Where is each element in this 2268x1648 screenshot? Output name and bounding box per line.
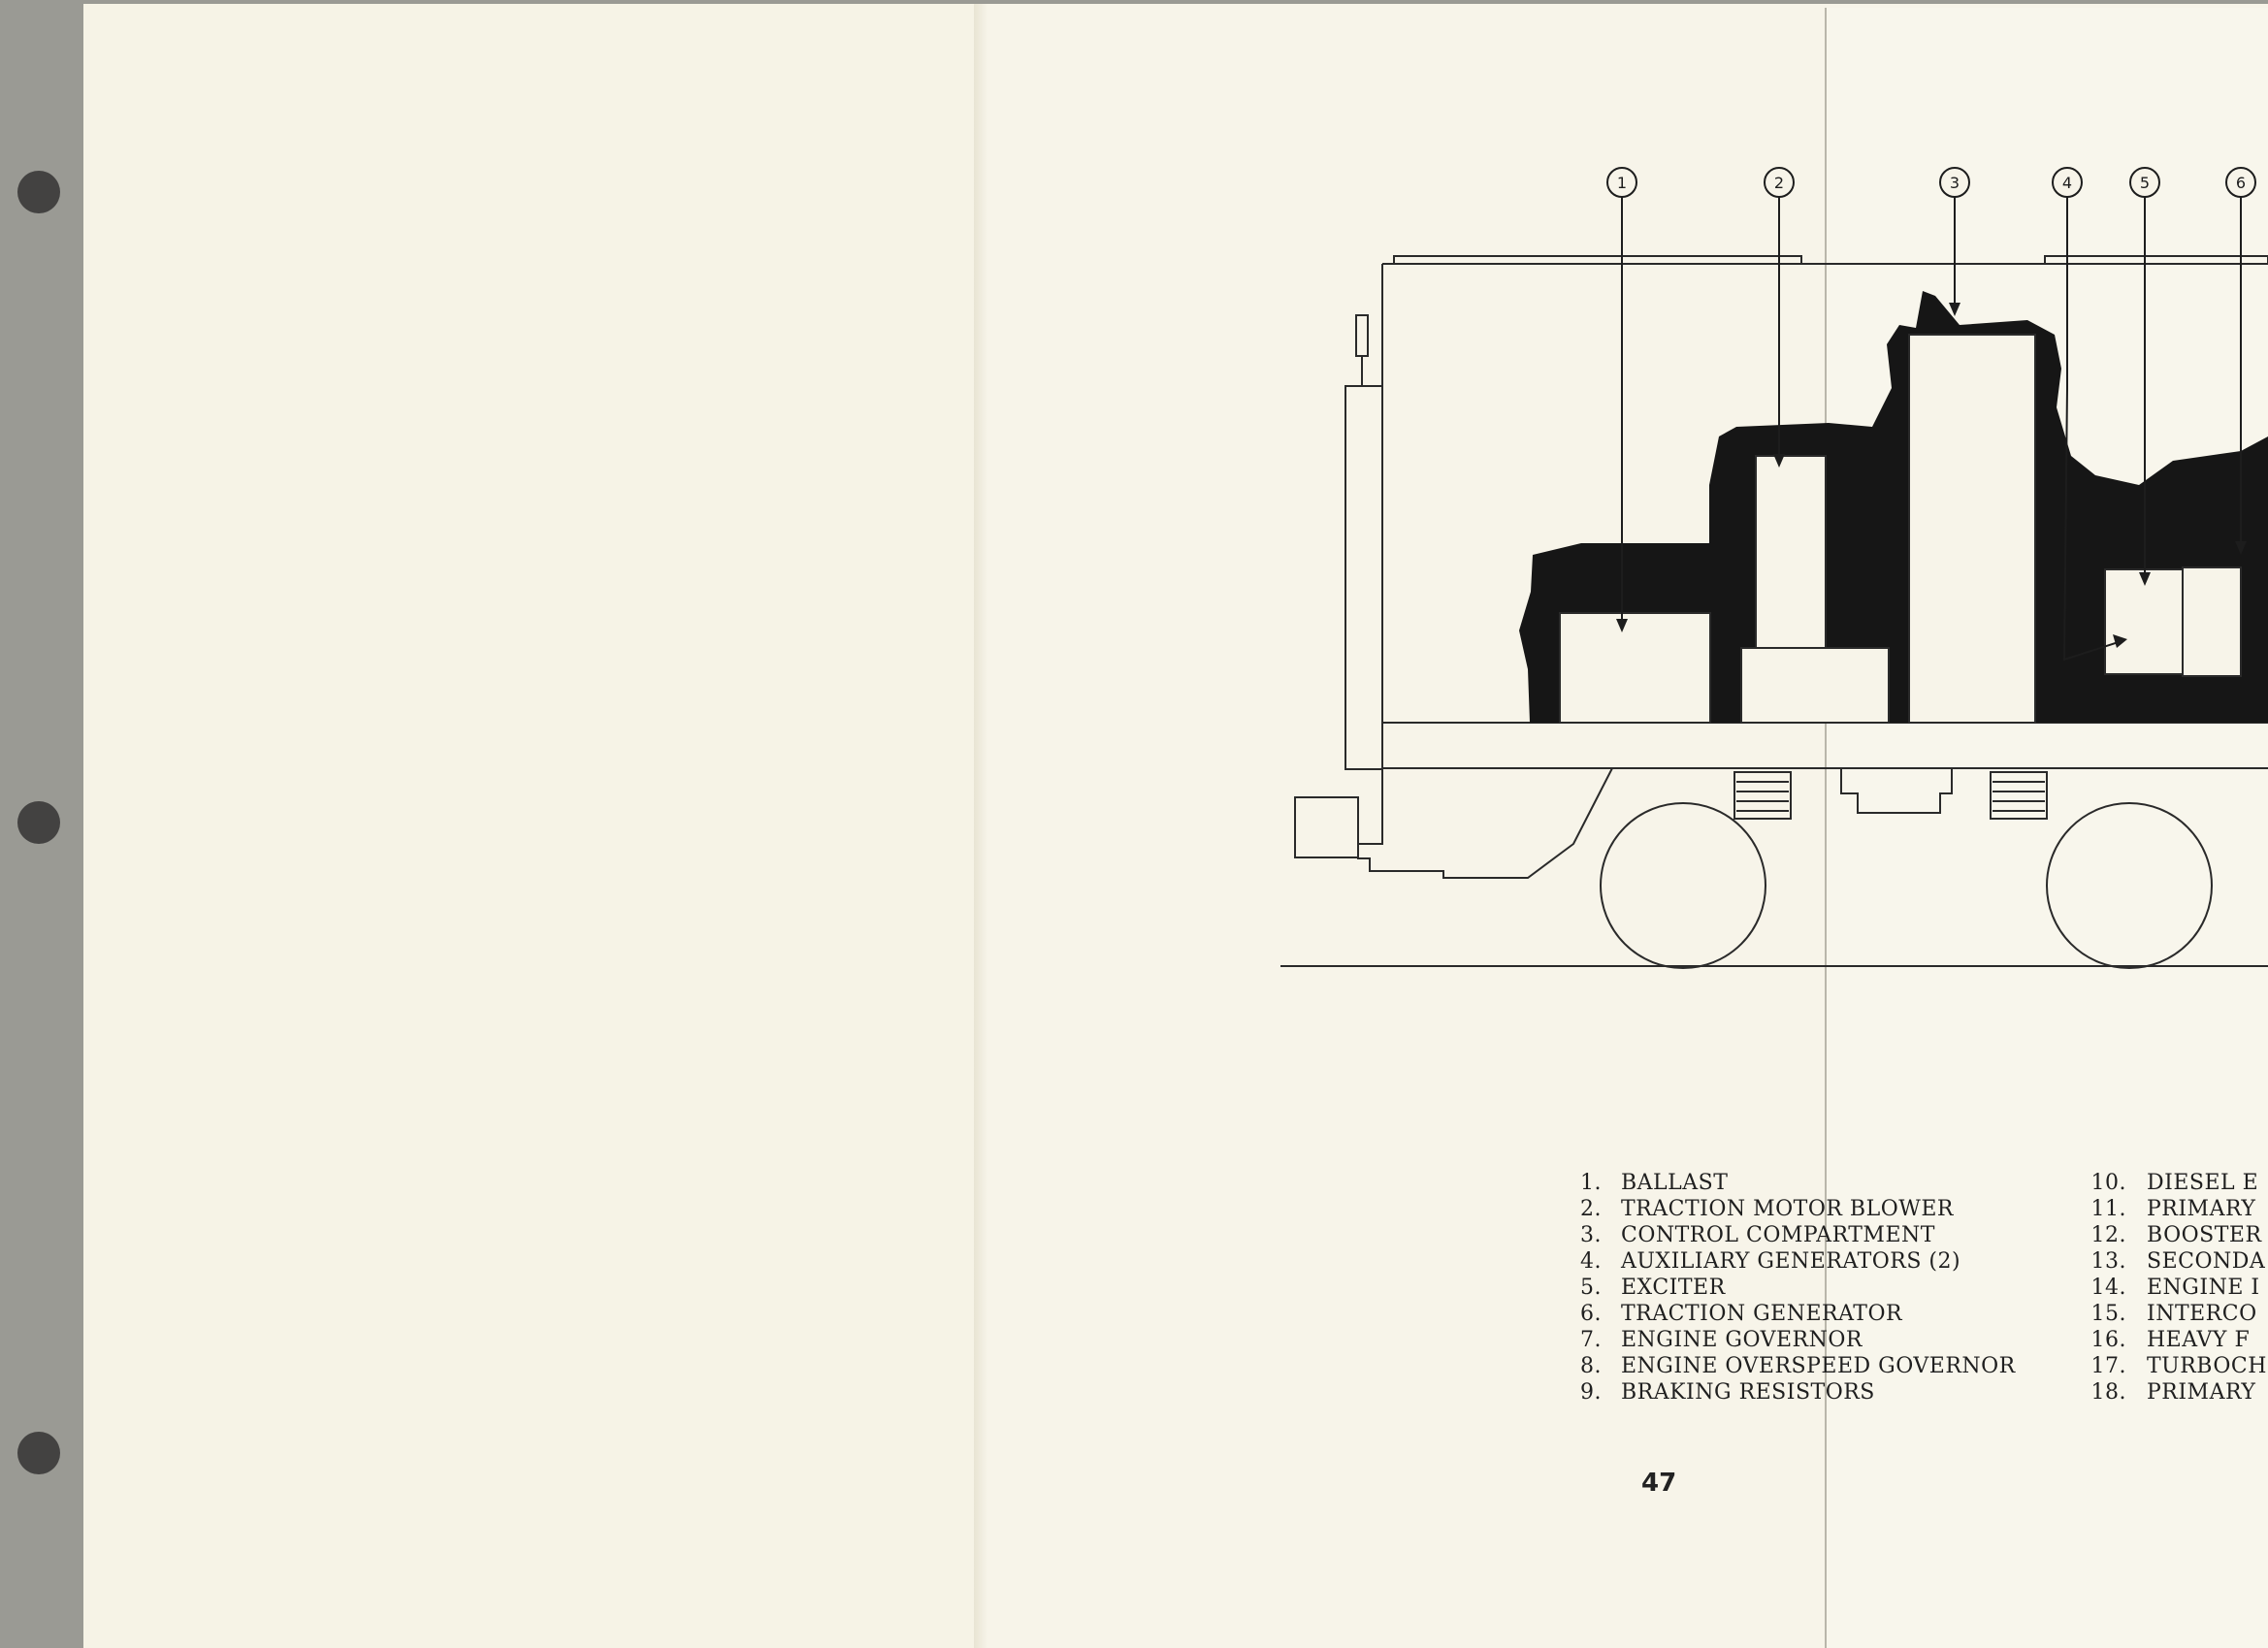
pilot [1357,767,1613,879]
blower-housing [1740,647,1890,724]
callout-number: 6 [2236,174,2246,192]
callout-circle [2129,167,2160,198]
exciter [2182,566,2242,677]
legend-item: 12.BOOSTER [2090,1223,2262,1247]
legend-item: 4.AUXILIARY GENERATORS (2) [1580,1249,1961,1274]
cab-nose [1345,385,1383,770]
left-page [83,4,980,1648]
callout-circle [2052,167,2083,198]
legend-item: 14.ENGINE I [2090,1276,2260,1300]
binder-hole [17,801,60,844]
control-compartment [1908,334,2036,724]
page-gutter [974,4,988,1648]
callout-number: 2 [1774,174,1784,192]
suspension-spring [1733,771,1792,820]
horn [1355,314,1369,357]
legend-item: 3.CONTROL COMPARTMENT [1580,1223,1935,1247]
page-number: 47 [1641,1469,1677,1498]
traction-motor-blower [1755,455,1827,651]
foldout-flap [1825,8,2268,1648]
roof-plate [1393,255,1802,265]
front-wheel [1600,802,1766,969]
coupler [1294,796,1359,858]
callout-number: 1 [1617,174,1627,192]
legend-item: 15.INTERCO [2090,1302,2257,1326]
callout-number: 5 [2140,174,2150,192]
callout-number: 4 [2062,174,2072,192]
legend-item: 16.HEAVY F [2090,1328,2251,1352]
callout-circle [1939,167,1970,198]
roof-plate [2044,255,2268,265]
legend-item: 2.TRACTION MOTOR BLOWER [1580,1197,1954,1221]
legend-item: 7.ENGINE GOVERNOR [1580,1328,1863,1352]
ballast-block [1559,612,1711,724]
callout-circle [1606,167,1637,198]
legend-item: 6.TRACTION GENERATOR [1580,1302,1903,1326]
parts-legend-left: 1.BALLAST 2.TRACTION MOTOR BLOWER 3.CONT… [1559,1170,2016,1406]
bolster [1840,768,1953,814]
legend-item: 18.PRIMARY [2090,1380,2256,1405]
legend-item: 11.PRIMARY [2090,1197,2256,1221]
rear-wheel [2046,802,2213,969]
binder-hole [17,1432,60,1474]
auxiliary-generator [2104,568,2184,675]
parts-legend-right: 10.DIESEL E 11.PRIMARY 12.BOOSTER 13.SEC… [2088,1170,2268,1406]
legend-item: 13.SECONDA [2090,1249,2266,1274]
callout-number: 3 [1950,174,1960,192]
binder-hole [17,171,60,213]
legend-item: 1.BALLAST [1580,1171,1729,1195]
suspension-spring [1990,771,2048,820]
legend-item: 10.DIESEL E [2090,1171,2259,1195]
legend-item: 17.TURBOCH [2090,1354,2267,1378]
legend-item: 5.EXCITER [1580,1276,1726,1300]
callout-circle [1764,167,1795,198]
legend-item: 8.ENGINE OVERSPEED GOVERNOR [1580,1354,2016,1378]
callout-circle [2225,167,2256,198]
leader-line [2062,197,2125,662]
legend-item: 9.BRAKING RESISTORS [1580,1380,1875,1405]
